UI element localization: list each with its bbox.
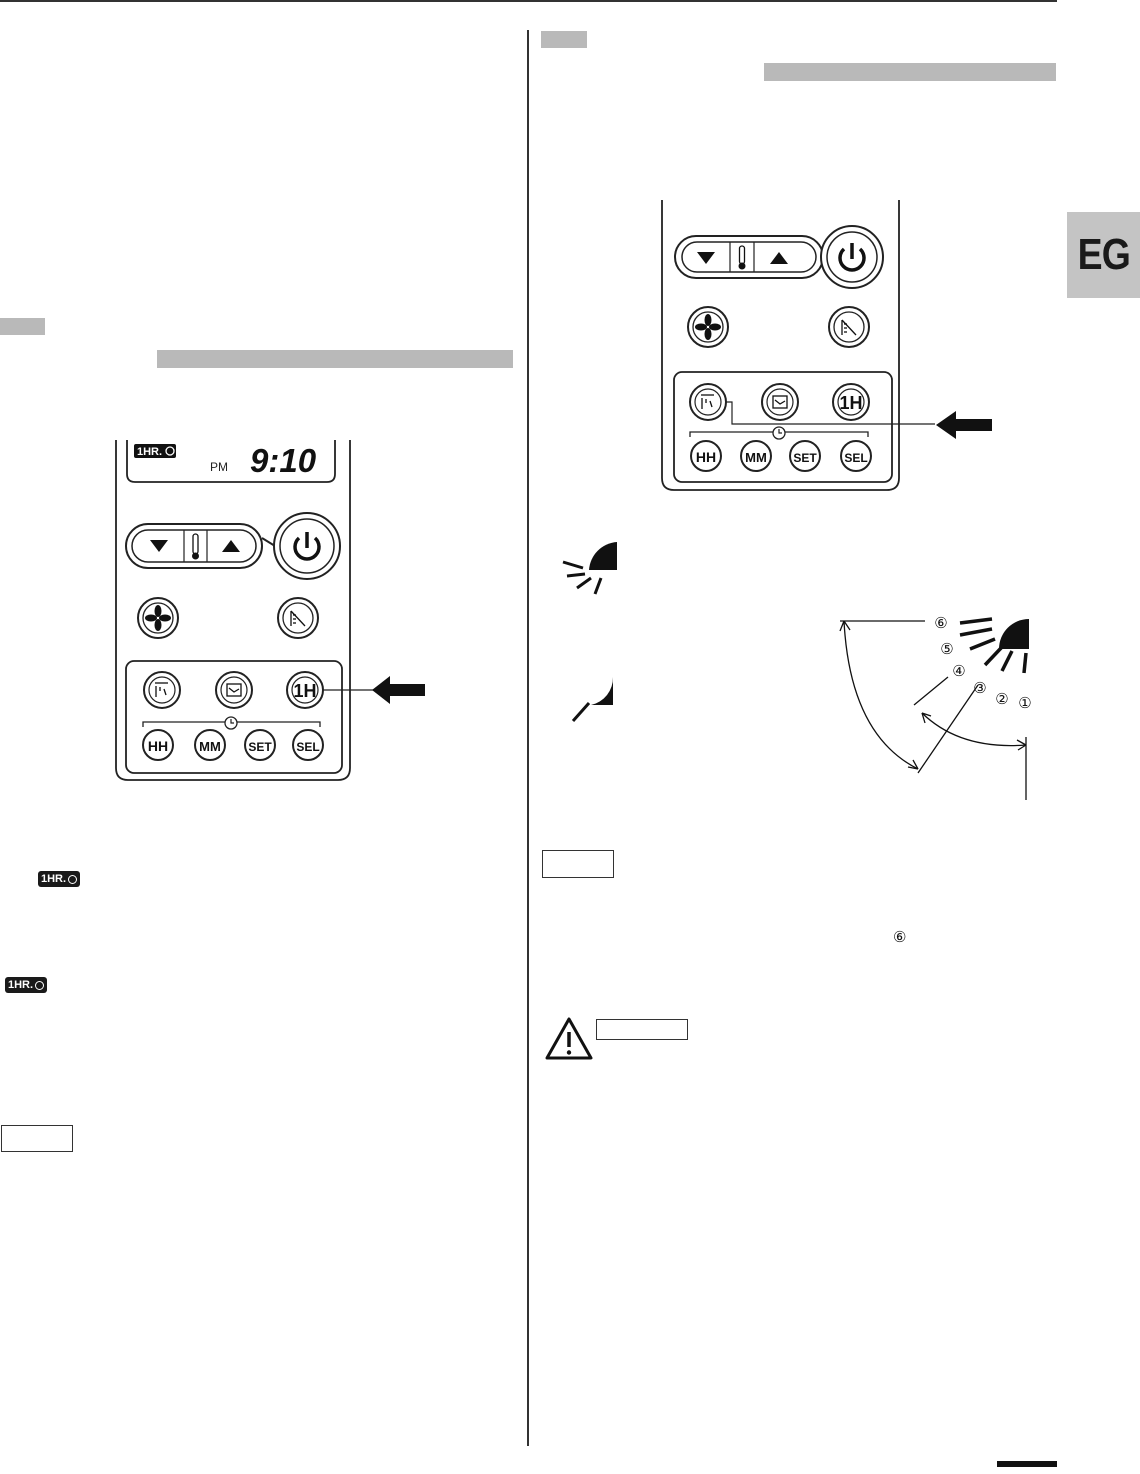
right-remote-illustration: 1H HH MM SET SEL xyxy=(661,200,992,491)
left-display-timer-text: 1HR. xyxy=(137,446,162,458)
timer-badge-1-text: 1HR. xyxy=(41,873,67,885)
right-note-box xyxy=(542,850,614,878)
left-note-box xyxy=(1,1125,73,1152)
clock-icon xyxy=(165,446,175,456)
hh-button-label: HH xyxy=(148,738,168,754)
louver-vane-icon xyxy=(999,619,1029,649)
mm-button-label: MM xyxy=(199,739,221,754)
hh-button[interactable]: HH xyxy=(690,440,722,472)
swing-icon xyxy=(841,319,857,336)
mode-icon xyxy=(772,395,788,409)
power-icon xyxy=(293,532,321,561)
left-remote-illustration: 1HR. PM 9:10 xyxy=(115,440,425,781)
clock-icon xyxy=(68,874,78,884)
right-section-number-bar xyxy=(541,31,587,48)
set-button[interactable]: SET xyxy=(244,729,276,761)
set-button-label: SET xyxy=(793,451,817,465)
warning-icon xyxy=(545,1017,593,1060)
swing-icon xyxy=(290,610,306,627)
louver-fixed-icon xyxy=(571,677,614,722)
louver-swing-icon xyxy=(562,542,617,595)
note-position-marker: ⑥ xyxy=(893,929,907,946)
left-section-title-bar xyxy=(157,350,513,368)
set-button-label: SET xyxy=(248,740,272,754)
one-hour-button-label: 1H xyxy=(293,681,316,701)
arrow-left-icon xyxy=(372,676,425,704)
thermometer-icon xyxy=(738,245,746,270)
hh-button-label: HH xyxy=(696,449,716,465)
sel-button-label: SEL xyxy=(844,451,867,465)
top-rule xyxy=(0,0,1057,2)
temp-down-icon[interactable] xyxy=(150,540,168,552)
language-tab-label: EG xyxy=(1077,230,1130,279)
clock-icon xyxy=(35,980,45,990)
fan-icon xyxy=(695,314,721,340)
caution-label-box xyxy=(596,1019,688,1040)
fan-icon xyxy=(145,605,171,631)
page-footer-bar xyxy=(997,1461,1057,1467)
louver-angle-diagram: ⑥ ⑤ ④ ③ ② ① xyxy=(839,615,1032,800)
left-display-ampm: PM xyxy=(210,460,228,474)
mm-button[interactable]: MM xyxy=(740,440,772,472)
language-tab: EG xyxy=(1067,212,1140,298)
temp-up-icon[interactable] xyxy=(222,540,240,552)
right-section-title-bar xyxy=(764,63,1056,81)
temp-up-icon[interactable] xyxy=(770,252,788,264)
louver-position-5: ⑤ xyxy=(940,641,953,658)
left-display-timer-badge xyxy=(134,444,176,458)
louver-position-2: ② xyxy=(995,691,1008,708)
temp-down-icon[interactable] xyxy=(697,252,715,264)
louver-position-3: ③ xyxy=(973,680,986,697)
louver-position-4: ④ xyxy=(952,663,965,680)
mm-button-label: MM xyxy=(745,450,767,465)
hh-button[interactable]: HH xyxy=(142,729,174,761)
arrow-left-icon xyxy=(936,411,992,439)
louver-icon xyxy=(155,682,168,697)
fan-button[interactable] xyxy=(687,306,729,348)
sel-button-label: SEL xyxy=(296,740,319,754)
temperature-rocker[interactable] xyxy=(125,523,263,569)
louver-position-6: ⑥ xyxy=(934,615,947,632)
one-hour-button-label: 1H xyxy=(839,393,862,413)
louver-icon xyxy=(701,394,714,409)
timer-badge-2-text: 1HR. xyxy=(8,979,34,991)
sel-button[interactable]: SEL xyxy=(840,440,872,472)
thermometer-icon xyxy=(192,533,199,560)
set-button[interactable]: SET xyxy=(789,440,821,472)
louver-position-1: ① xyxy=(1018,695,1031,712)
left-section-number-bar xyxy=(0,318,45,335)
fan-button[interactable] xyxy=(137,597,179,639)
left-display-time: 9:10 xyxy=(250,442,317,479)
column-divider xyxy=(527,30,529,1446)
timer-badge-2: 1HR. xyxy=(5,977,48,993)
power-icon xyxy=(838,243,866,272)
mm-button[interactable]: MM xyxy=(194,729,226,761)
sel-button[interactable]: SEL xyxy=(292,729,324,761)
timer-badge-1: 1HR. xyxy=(38,871,81,887)
mode-icon xyxy=(226,683,242,697)
